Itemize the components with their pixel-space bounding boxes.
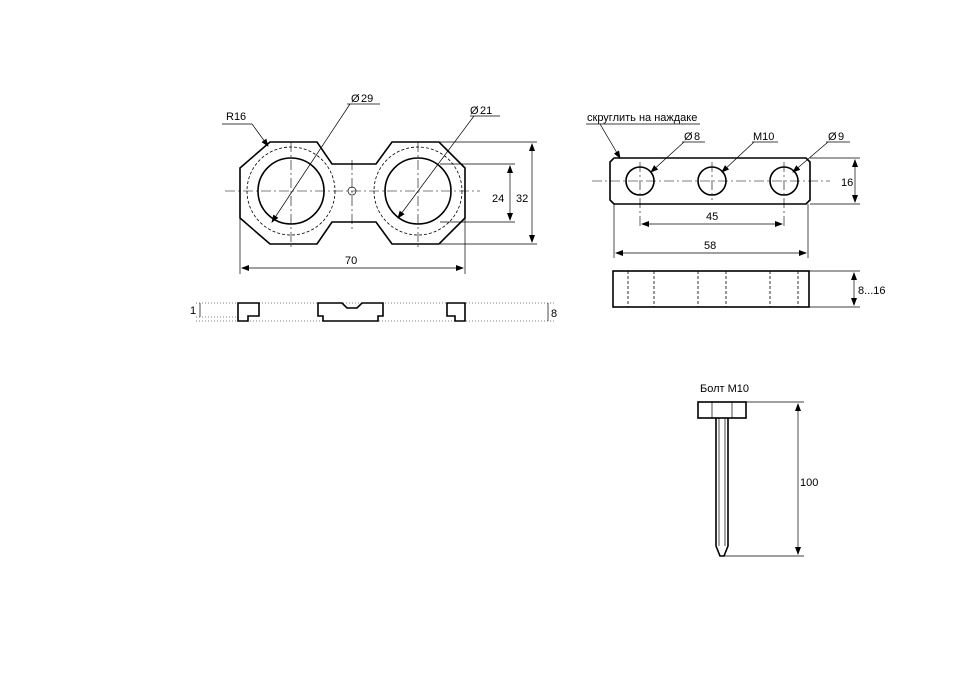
dia29-symbol: Ø <box>351 93 360 105</box>
bar-side-outline <box>612 270 810 308</box>
part2-side-view: 8...16 <box>612 270 886 308</box>
part1-side-view: 1 8 <box>190 302 557 322</box>
bolt-head <box>697 401 747 419</box>
dia21-symbol: Ø <box>470 105 479 117</box>
bolt-shank <box>715 418 729 557</box>
dia8-label: 8 <box>694 131 700 143</box>
dim-16-label: 16 <box>841 177 853 189</box>
bolt-view: Болт М10 100 <box>697 383 818 557</box>
dia8-leader <box>650 141 685 173</box>
side-left-block <box>237 302 260 322</box>
dim-thk-label: 8...16 <box>858 285 886 297</box>
dim-58-label: 58 <box>704 240 716 252</box>
dia8-symbol: Ø <box>684 131 693 143</box>
side-middle-block <box>317 302 384 322</box>
dim-32-label: 32 <box>516 193 528 205</box>
note-label: скруглить на наждаке <box>587 112 697 124</box>
dia29-label: 29 <box>361 93 373 105</box>
dim-45-label: 45 <box>706 211 718 223</box>
side-right-block <box>446 302 466 322</box>
dim-bolt-label: 100 <box>800 477 818 489</box>
dia9-leader <box>792 141 829 173</box>
dia9-symbol: Ø <box>828 131 837 143</box>
r16-label: R16 <box>226 111 246 123</box>
dia21-label: 21 <box>480 105 492 117</box>
dim-8-label: 8 <box>551 308 557 320</box>
dim-24-label: 24 <box>492 193 504 205</box>
m10-leader <box>721 141 755 173</box>
dia9-label: 9 <box>838 131 844 143</box>
note-leader <box>599 123 621 159</box>
part1-top-view: R16 Ø 29 Ø 21 24 32 70 <box>222 93 537 274</box>
dim-70-label: 70 <box>345 255 357 267</box>
bolt-title: Болт М10 <box>700 383 749 395</box>
dia29-leader <box>271 103 351 223</box>
r16-leader-arrow <box>251 123 269 147</box>
m10-label: M10 <box>753 131 774 143</box>
dia21-leader <box>397 115 475 219</box>
part2-top-view: скруглить на наждаке Ø 8 M10 Ø 9 16 45 5… <box>586 112 860 258</box>
plate-outline <box>239 141 466 245</box>
dim-1-label: 1 <box>190 305 196 317</box>
